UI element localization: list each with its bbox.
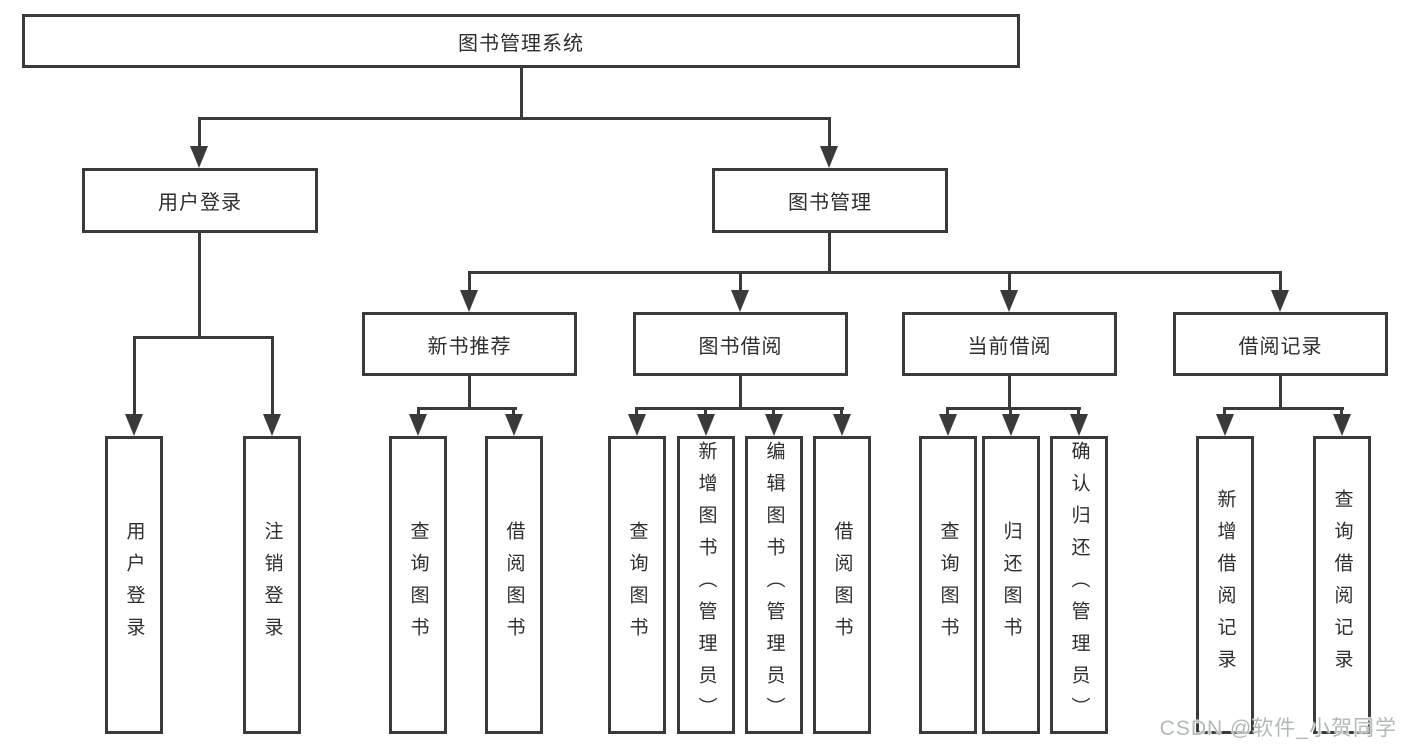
connector-vline — [828, 117, 831, 148]
leaf-edit-book-admin: 编辑图书（管理员） — [745, 436, 803, 734]
connector-vline — [1279, 376, 1282, 409]
node-library-system-label: 图书管理系统 — [458, 32, 584, 55]
leaf-borrow-book-label: 借阅图书 — [831, 521, 853, 649]
arrowhead-icon — [460, 290, 478, 312]
connector-vline — [468, 271, 471, 292]
leaf-query-books-recommend-label: 查询图书 — [407, 521, 429, 649]
connector-vline — [198, 117, 201, 148]
connector-vline — [828, 233, 831, 274]
connector-vline — [1009, 407, 1012, 416]
connector-hline — [133, 336, 274, 339]
arrowhead-icon — [1002, 414, 1020, 436]
leaf-logout-label: 注销登录 — [261, 521, 283, 649]
leaf-add-book-admin: 新增图书（管理员） — [677, 436, 735, 734]
arrowhead-icon — [765, 414, 783, 436]
connector-vline — [1077, 407, 1080, 416]
leaf-query-books-recommend: 查询图书 — [389, 436, 447, 734]
arrowhead-icon — [939, 414, 957, 436]
connector-hline — [1223, 407, 1344, 410]
arrowhead-icon — [190, 146, 208, 168]
leaf-query-books-borrow: 查询图书 — [608, 436, 666, 734]
connector-vline — [635, 407, 638, 416]
arrowhead-icon — [697, 414, 715, 436]
connector-vline — [704, 407, 707, 416]
node-current-borrow-label: 当前借阅 — [967, 335, 1052, 358]
leaf-logout: 注销登录 — [243, 436, 301, 734]
connector-hline — [198, 117, 831, 120]
leaf-user-login-label: 用户登录 — [123, 521, 145, 649]
node-borrow-records: 借阅记录 — [1173, 312, 1388, 376]
node-book-management-label: 图书管理 — [788, 192, 872, 214]
leaf-user-login: 用户登录 — [105, 436, 163, 734]
connector-vline — [772, 407, 775, 416]
arrowhead-icon — [1000, 290, 1018, 312]
node-user-login-label: 用户登录 — [158, 192, 242, 214]
connector-vline — [739, 376, 742, 409]
connector-vline — [840, 407, 843, 416]
leaf-return-book-label: 归还图书 — [1000, 521, 1022, 649]
arrowhead-icon — [263, 414, 281, 436]
connector-vline — [1008, 376, 1011, 409]
leaf-query-borrow-record-label: 查询借阅记录 — [1331, 489, 1353, 681]
leaf-return-book: 归还图书 — [982, 436, 1040, 734]
leaf-query-books-current-label: 查询图书 — [937, 521, 959, 649]
node-current-borrow: 当前借阅 — [902, 312, 1117, 376]
arrowhead-icon — [125, 414, 143, 436]
arrowhead-icon — [409, 414, 427, 436]
leaf-confirm-return-admin: 确认归还（管理员） — [1050, 436, 1108, 734]
arrowhead-icon — [1271, 290, 1289, 312]
leaf-add-borrow-record: 新增借阅记录 — [1196, 436, 1254, 734]
node-book-borrow: 图书借阅 — [633, 312, 848, 376]
node-borrow-records-label: 借阅记录 — [1238, 335, 1323, 358]
leaf-borrow-book: 借阅图书 — [813, 436, 871, 734]
arrowhead-icon — [1333, 414, 1351, 436]
connector-hline — [946, 407, 1081, 410]
connector-vline — [1223, 407, 1226, 416]
arrowhead-icon — [820, 146, 838, 168]
watermark: CSDN @软件_小贺同学 — [1159, 717, 1397, 740]
connector-hline — [468, 271, 1282, 274]
leaf-add-borrow-record-label: 新增借阅记录 — [1214, 489, 1236, 681]
connector-vline — [1340, 407, 1343, 416]
leaf-query-books-current: 查询图书 — [919, 436, 977, 734]
node-new-book-recommend: 新书推荐 — [362, 312, 577, 376]
arrowhead-icon — [833, 414, 851, 436]
connector-vline — [468, 376, 471, 409]
connector-vline — [512, 407, 515, 416]
connector-vline — [271, 336, 274, 416]
arrowhead-icon — [505, 414, 523, 436]
leaf-edit-book-admin-label: 编辑图书（管理员） — [763, 441, 785, 729]
node-book-management: 图书管理 — [712, 168, 948, 233]
connector-vline — [133, 336, 136, 416]
leaf-add-book-admin-label: 新增图书（管理员） — [695, 441, 717, 729]
arrowhead-icon — [731, 290, 749, 312]
leaf-borrow-book-recommend: 借阅图书 — [485, 436, 543, 734]
connector-vline — [417, 407, 420, 416]
node-library-system: 图书管理系统 — [22, 14, 1020, 68]
connector-vline — [520, 67, 523, 119]
connector-hline — [417, 407, 517, 410]
node-user-login: 用户登录 — [82, 168, 318, 233]
arrowhead-icon — [1216, 414, 1234, 436]
connector-vline — [739, 271, 742, 292]
arrowhead-icon — [628, 414, 646, 436]
connector-vline — [1279, 271, 1282, 292]
node-book-borrow-label: 图书借阅 — [698, 335, 783, 358]
leaf-borrow-book-recommend-label: 借阅图书 — [503, 521, 525, 649]
leaf-confirm-return-admin-label: 确认归还（管理员） — [1068, 441, 1090, 729]
connector-vline — [946, 407, 949, 416]
leaf-query-borrow-record: 查询借阅记录 — [1313, 436, 1371, 734]
node-new-book-recommend-label: 新书推荐 — [427, 335, 512, 358]
connector-vline — [198, 233, 201, 337]
arrowhead-icon — [1070, 414, 1088, 436]
leaf-query-books-borrow-label: 查询图书 — [626, 521, 648, 649]
connector-vline — [1008, 271, 1011, 292]
connector-hline — [635, 407, 844, 410]
